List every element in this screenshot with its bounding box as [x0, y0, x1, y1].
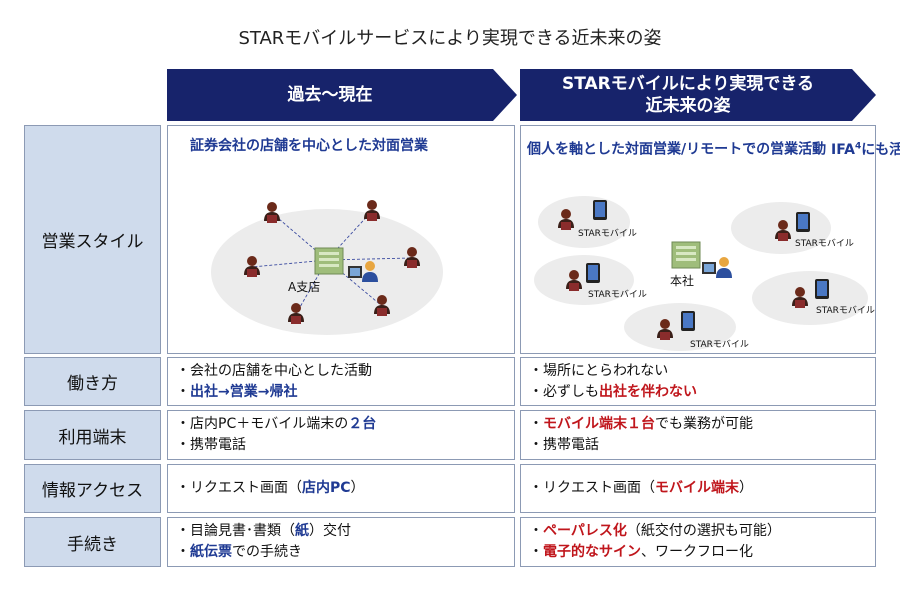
header-future-line1: STARモバイルにより実現できる: [561, 74, 815, 94]
page-title: STARモバイルサービスにより実現できる近未来の姿: [238, 28, 662, 49]
procedure-past-cell: ・目論見書･書類（紙）交付 ・紙伝票での手続き: [167, 517, 515, 567]
hq-building-icon: [671, 241, 701, 269]
work-past-line-1: ・会社の店舗を中心とした活動: [176, 362, 372, 379]
person-icon: [364, 200, 380, 221]
tablet-icon: [593, 200, 607, 220]
device-label: STARモバイル: [795, 239, 854, 249]
procedure-past-line-2: ・紙伝票での手続き: [176, 544, 302, 560]
device-label: STARモバイル: [690, 340, 749, 350]
work-past-cell: ・会社の店舗を中心とした活動 ・出社→営業→帰社: [167, 357, 515, 406]
work-past-line-2: ・出社→営業→帰社: [176, 383, 298, 400]
header-past-label: 過去～現在: [287, 85, 373, 105]
device-past-cell: ・店内PC＋モバイル端末の２台 ・携帯電話: [167, 410, 515, 460]
hq-label: 本社: [670, 274, 695, 288]
row-label-access: 情報アクセス: [24, 464, 161, 513]
device-label: STARモバイル: [578, 229, 637, 239]
access-future-cell: ・リクエスト画面（モバイル端末）: [520, 464, 876, 513]
work-future-line-1: ・場所にとらわれない: [529, 362, 669, 379]
device-future-cell: ・モバイル端末１台でも業務が可能 ・携帯電話: [520, 410, 876, 460]
device-future-line-1: ・モバイル端末１台でも業務が可能: [529, 416, 753, 432]
row-label-procedure: 手続き: [24, 517, 161, 567]
header-future-line2: 近未来の姿: [645, 96, 731, 116]
row-label-work: 働き方: [24, 357, 161, 406]
device-label: STARモバイル: [816, 306, 875, 316]
ifa-text: IFA: [831, 141, 856, 158]
row-label-device: 利用端末: [24, 410, 161, 460]
style-past-title: 証券会社の店舗を中心とした対面営業: [190, 138, 428, 154]
style-future-title-line1: 個人を軸とした対面営業/リモートでの営業活動: [527, 141, 827, 158]
procedure-future-line-2: ・電子的なサイン、ワークフロー化: [529, 544, 753, 560]
work-future-cell: ・場所にとらわれない ・必ずしも出社を伴わない: [520, 357, 876, 406]
ifa-suffix: にも活用可能: [861, 141, 900, 158]
branch-label: A支店: [288, 280, 321, 294]
style-future-title-line2: IFA4にも活用可能: [831, 141, 900, 158]
device-past-line-2: ・携帯電話: [176, 437, 246, 453]
access-past-line-1: ・リクエスト画面（店内PC）: [176, 480, 365, 496]
procedure-future-line-1: ・ペーパレス化（紙交付の選択も可能）: [529, 523, 781, 539]
tablet-icon: [815, 279, 829, 299]
person-icon: [264, 202, 280, 223]
tablet-icon: [796, 212, 810, 232]
tablet-icon: [586, 263, 600, 283]
tablet-icon: [681, 311, 695, 331]
procedure-past-line-1: ・目論見書･書類（紙）交付: [176, 523, 351, 539]
style-future-title: 個人を軸とした対面営業/リモートでの営業活動 IFA4にも活用可能: [527, 135, 900, 161]
worker-icon: [702, 257, 732, 278]
footnote-marker: 4: [855, 141, 862, 151]
building-icon: [314, 247, 344, 275]
header-past: 過去～現在: [167, 69, 517, 121]
device-label: STARモバイル: [588, 290, 647, 300]
procedure-future-cell: ・ペーパレス化（紙交付の選択も可能） ・電子的なサイン、ワークフロー化: [520, 517, 876, 567]
device-past-line-1: ・店内PC＋モバイル端末の２台: [176, 416, 377, 432]
header-future: STARモバイルにより実現できる 近未来の姿: [520, 69, 876, 121]
row-label-style: 営業スタイル: [24, 125, 161, 354]
work-future-line-2: ・必ずしも出社を伴わない: [529, 383, 697, 400]
access-future-line-1: ・リクエスト画面（モバイル端末）: [529, 480, 753, 496]
access-past-cell: ・リクエスト画面（店内PC）: [167, 464, 515, 513]
device-future-line-2: ・携帯電話: [529, 437, 599, 453]
